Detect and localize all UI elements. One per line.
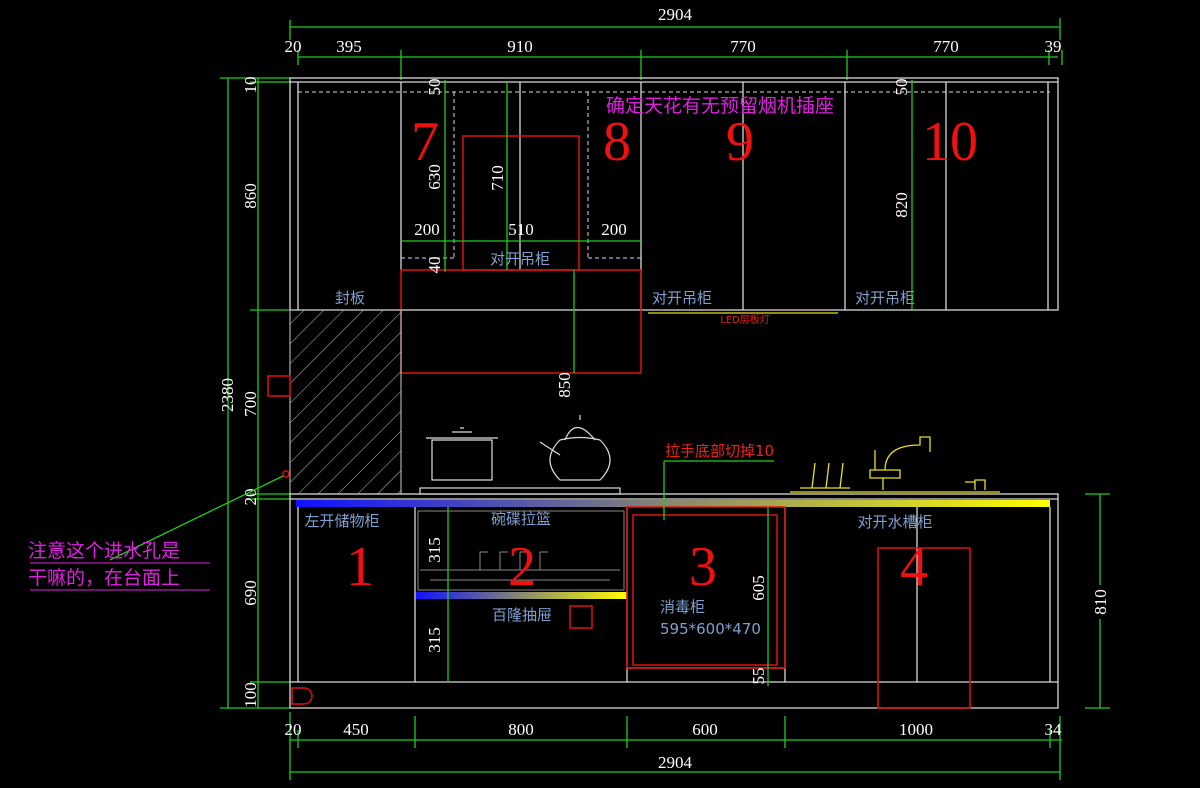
dim-upper: 40 [425, 257, 444, 274]
dim-upper: 50 [892, 79, 911, 96]
dim-left-seg: 700 [241, 391, 260, 417]
note-inlet-line2: 干嘛的，在台面上 [28, 567, 180, 589]
upper-cabinets: 封板 对开吊柜 对开吊柜 对开吊柜 LED层板灯 7 8 9 10 确定天花有无… [289, 77, 1059, 398]
dim-bottom-seg: 600 [692, 720, 718, 739]
dim-total-height: 2380 [218, 378, 237, 412]
dim-bottom-seg: 1000 [899, 720, 933, 739]
lower-cabinets: 左开储物柜 碗碟拉篮 百隆抽屉 消毒柜 595*600*470 对开水槽柜 1 … [289, 442, 1059, 709]
wall-socket [267, 375, 291, 397]
dim-top-seg: 770 [730, 37, 756, 56]
dim-upper: 630 [425, 164, 444, 190]
dish-rack-icon [417, 510, 625, 591]
cabinet-number: 7 [411, 111, 439, 173]
label-led: LED层板灯 [720, 313, 770, 326]
label-upper-double: 对开吊柜 [652, 289, 712, 307]
dim-top-seg: 39 [1045, 37, 1062, 56]
water-inlet [282, 470, 290, 478]
stove-icon [419, 415, 621, 495]
label-upper-double: 对开吊柜 [490, 250, 550, 268]
dim-upper: 510 [508, 220, 534, 239]
faucet-icon [790, 436, 1000, 493]
sink-box [877, 547, 971, 709]
label-panel: 封板 [335, 289, 365, 307]
dim-upper: 820 [892, 192, 911, 218]
note-inlet-line1: 注意这个进水孔是 [28, 540, 180, 562]
dim-bottom-seg: 450 [343, 720, 369, 739]
right-dimension: 810 [1085, 493, 1110, 709]
dim-top-seg: 20 [285, 37, 302, 56]
dim-upper: 50 [425, 79, 444, 96]
label-dish-basket: 碗碟拉篮 [491, 510, 551, 528]
bottom-dimensions: 20 450 800 600 1000 34 2904 [285, 712, 1063, 780]
dim-upper: 710 [488, 165, 507, 191]
note-ceiling-socket: 确定天花有无预留烟机插座 [606, 95, 834, 117]
label-left-storage: 左开储物柜 [304, 512, 379, 530]
range-hood [400, 269, 642, 374]
label-sterilizer-size: 595*600*470 [660, 620, 761, 638]
cabinet-number: 2 [508, 536, 536, 598]
dim-bottom-seg: 800 [508, 720, 534, 739]
top-dimensions: 2904 20 395 910 770 770 39 [285, 5, 1063, 80]
cabinet-number: 10 [922, 111, 978, 173]
label-drawer: 百隆抽屉 [492, 606, 552, 624]
dim-bottom-seg: 34 [1045, 720, 1063, 739]
label-sink-cabinet: 对开水槽柜 [857, 513, 932, 531]
label-sterilizer: 消毒柜 [660, 598, 705, 616]
dim-lower: 605 [749, 575, 768, 601]
drawer-handle-strip [415, 592, 627, 599]
note-handle-cut: 拉手底部切掉10 [665, 442, 774, 460]
sterilizer-box [626, 506, 786, 669]
dim-left-seg: 100 [241, 682, 260, 708]
dim-left-seg: 690 [241, 580, 260, 606]
dim-lower: 315 [425, 627, 444, 653]
hatched-wall-panel [289, 309, 402, 495]
left-dimensions: 2380 10 860 700 20 690 100 [218, 77, 290, 709]
dim-total-bottom: 2904 [658, 753, 693, 772]
dim-top-seg: 770 [933, 37, 959, 56]
dim-left-seg: 20 [241, 489, 260, 506]
dim-top-seg: 910 [507, 37, 533, 56]
cabinet-number: 4 [900, 536, 928, 598]
handle-strip [296, 500, 1050, 507]
dim-left-seg: 10 [241, 77, 260, 94]
cabinet-number: 8 [603, 111, 631, 173]
dim-lower: 315 [425, 537, 444, 563]
dim-left-seg: 860 [241, 183, 260, 209]
dim-lower: 55 [749, 668, 768, 685]
dim-bottom-seg: 20 [285, 720, 302, 739]
cabinet-number: 3 [689, 536, 717, 598]
dim-total-top: 2904 [658, 5, 693, 24]
dim-right: 810 [1091, 589, 1110, 615]
label-upper-double: 对开吊柜 [855, 289, 915, 307]
cabinet-number: 9 [726, 111, 754, 173]
dim-upper: 850 [555, 372, 574, 398]
cabinet-number: 1 [346, 536, 374, 598]
dim-upper: 200 [414, 220, 440, 239]
dim-upper: 200 [601, 220, 627, 239]
inlet-note: 注意这个进水孔是 干嘛的，在台面上 [28, 475, 284, 591]
dim-top-seg: 395 [336, 37, 362, 56]
